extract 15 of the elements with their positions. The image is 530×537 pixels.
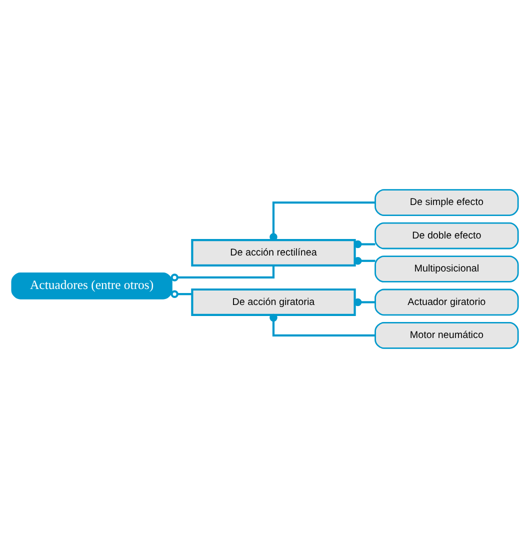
connector: [354, 240, 376, 248]
node-box: Multiposicional: [374, 255, 519, 282]
node-box: Actuadores (entre otros): [11, 272, 172, 299]
connector: [170, 265, 275, 281]
connector: [270, 201, 376, 240]
connector: [354, 298, 376, 306]
node-box: Actuador giratorio: [374, 288, 519, 316]
node-box: Motor neumático: [374, 322, 519, 348]
node-box: De doble efecto: [374, 222, 519, 249]
node-box: De acción rectilínea: [191, 238, 356, 266]
connector: [170, 290, 192, 298]
node-box: De acción giratoria: [191, 288, 356, 316]
node-box: De simple efecto: [374, 188, 519, 216]
connector: [270, 313, 376, 336]
connector: [354, 256, 376, 264]
